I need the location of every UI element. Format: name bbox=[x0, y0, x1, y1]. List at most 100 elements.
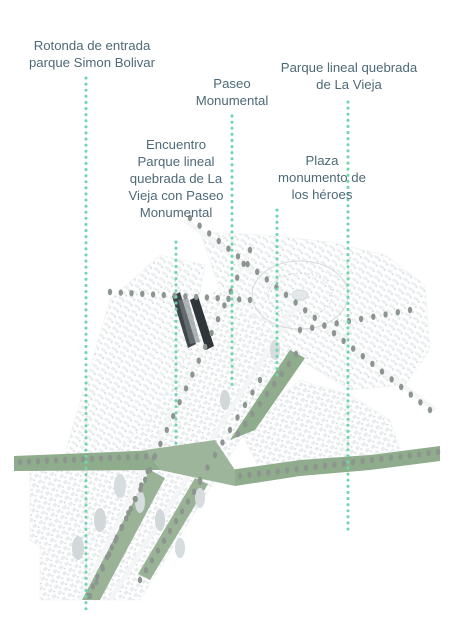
tree-icon bbox=[407, 306, 413, 314]
tree-icon bbox=[250, 410, 255, 418]
tree-icon bbox=[275, 468, 280, 475]
tree-icon bbox=[243, 420, 248, 428]
tree-icon bbox=[358, 315, 364, 323]
greenway-south-diagonal bbox=[138, 478, 208, 580]
tree-icon bbox=[129, 290, 134, 297]
tree-icon bbox=[322, 462, 328, 469]
tree-rows bbox=[17, 214, 441, 600]
label-line: de La Vieja bbox=[316, 77, 382, 92]
building-icon bbox=[72, 536, 84, 560]
label-plaza-monumento: Plaza monumento de los héroes bbox=[262, 152, 382, 203]
tree-icon bbox=[242, 401, 248, 409]
label-line: Encuentro bbox=[145, 137, 207, 152]
building-icon bbox=[220, 390, 230, 410]
tree-icon bbox=[179, 508, 185, 515]
tree-icon bbox=[294, 465, 299, 473]
tree-icon bbox=[245, 260, 250, 268]
label-encuentro: Encuentro Parque lineal quebrada de La V… bbox=[112, 136, 240, 221]
tree-icon bbox=[220, 439, 225, 446]
tree-icon bbox=[264, 390, 270, 398]
tree-icon bbox=[98, 455, 104, 462]
tree-icon bbox=[191, 488, 197, 495]
tree-icon bbox=[194, 293, 199, 301]
tree-icon bbox=[204, 294, 210, 301]
tree-icon bbox=[388, 454, 394, 461]
label-line: quebrada de La bbox=[129, 171, 223, 186]
tree-icon bbox=[297, 326, 303, 334]
tree-icon bbox=[137, 576, 143, 584]
tree-icon bbox=[90, 583, 96, 590]
tree-icon bbox=[53, 457, 59, 464]
tree-icon bbox=[171, 412, 176, 420]
tree-icon bbox=[350, 459, 356, 466]
leader-lines bbox=[84, 76, 350, 612]
label-rotonda: Rotonda de entrada parque Simon Bolivar bbox=[12, 37, 172, 71]
tree-icon bbox=[235, 253, 241, 260]
tree-icon bbox=[408, 391, 413, 398]
tree-icon bbox=[196, 357, 201, 364]
tree-icon bbox=[80, 456, 86, 463]
tree-icon bbox=[87, 592, 93, 600]
tree-icon bbox=[161, 537, 167, 544]
label-line: parque Simon Bolivar bbox=[28, 55, 156, 70]
tree-icon bbox=[94, 579, 99, 586]
tree-icon bbox=[379, 368, 385, 375]
greenway-quebrada-horizontal bbox=[14, 450, 160, 471]
tree-icon bbox=[331, 330, 337, 337]
tree-icon bbox=[107, 288, 113, 296]
tree-icon bbox=[151, 454, 157, 461]
tree-icon bbox=[247, 246, 253, 254]
tree-icon bbox=[334, 320, 339, 327]
tree-icon bbox=[235, 274, 240, 281]
label-line: Monumental bbox=[195, 93, 269, 108]
tree-icon bbox=[100, 565, 106, 572]
tree-icon bbox=[124, 515, 129, 522]
label-line: Paseo bbox=[213, 76, 251, 91]
tree-icon bbox=[247, 471, 252, 479]
tree-icon bbox=[279, 370, 284, 378]
tree-icon bbox=[272, 380, 277, 388]
label-line: Monumental bbox=[139, 205, 213, 220]
tree-icon bbox=[207, 230, 212, 237]
tree-icon bbox=[183, 385, 189, 392]
tree-icon bbox=[161, 291, 166, 299]
tree-icon bbox=[332, 461, 337, 468]
label-line: los héroes bbox=[291, 187, 353, 202]
tree-icon bbox=[209, 329, 214, 337]
tree-icon bbox=[237, 472, 243, 480]
tree-icon bbox=[119, 523, 125, 530]
tree-icon bbox=[379, 455, 384, 463]
label-line: Vieja con Paseo bbox=[128, 188, 224, 203]
tree-icon bbox=[145, 468, 150, 475]
tree-icon bbox=[395, 309, 400, 316]
tree-icon bbox=[351, 345, 356, 352]
tree-icon bbox=[235, 430, 241, 438]
tree-icon bbox=[107, 454, 113, 462]
tree-icon bbox=[293, 350, 299, 358]
tree-icon bbox=[35, 458, 41, 465]
tree-icon bbox=[283, 291, 289, 298]
label-line: Plaza bbox=[305, 153, 339, 168]
tree-icon bbox=[134, 453, 140, 460]
tree-icon bbox=[235, 414, 240, 421]
tree-icon bbox=[399, 383, 404, 391]
tree-icon bbox=[303, 307, 308, 314]
tree-icon bbox=[164, 426, 169, 434]
tree-icon bbox=[435, 448, 441, 456]
building-icon bbox=[155, 509, 165, 531]
tree-icon bbox=[205, 464, 210, 471]
label-line: Rotonda de entrada bbox=[33, 38, 151, 53]
tree-icon bbox=[190, 371, 195, 378]
tree-icon bbox=[407, 452, 412, 459]
tree-icon bbox=[71, 456, 77, 463]
tree-icon bbox=[383, 311, 388, 318]
tree-icon bbox=[255, 268, 260, 275]
tree-icon bbox=[197, 222, 202, 229]
tree-icon bbox=[26, 458, 32, 465]
label-parque-lineal: Parque lineal quebrada de La Vieja bbox=[268, 59, 430, 93]
tree-icon bbox=[341, 337, 346, 345]
tree-icon bbox=[341, 460, 346, 467]
tree-icon bbox=[237, 296, 242, 303]
